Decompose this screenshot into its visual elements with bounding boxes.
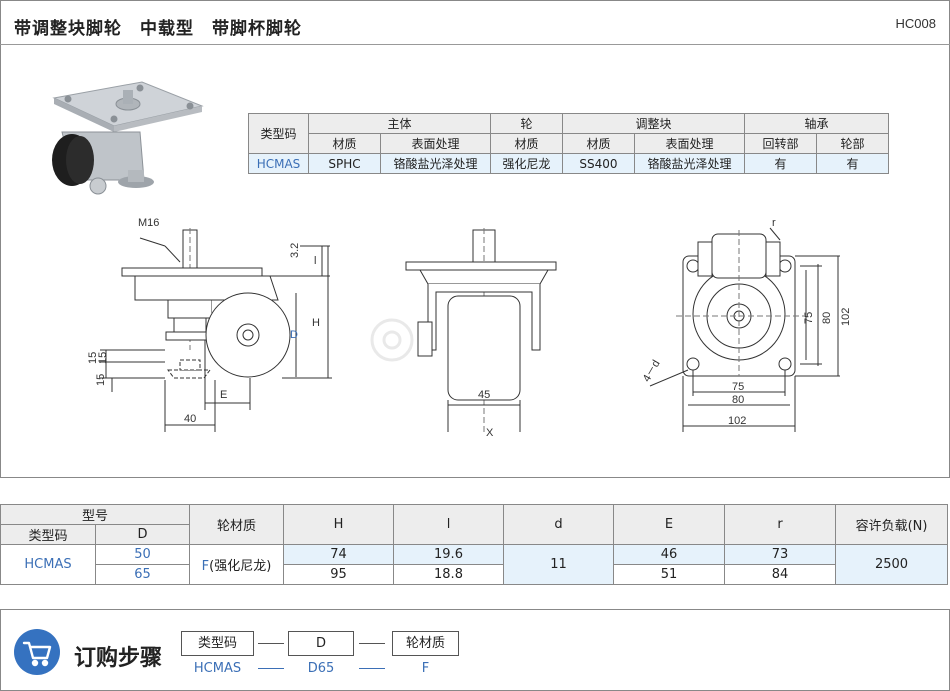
dim-75h: 75 (732, 381, 744, 393)
mat-wheel-material: 强化尼龙 (490, 153, 563, 174)
dim-102h: 102 (728, 415, 746, 427)
spec-type-code: HCMAS (0, 544, 96, 585)
mat-main-surface: 铬酸盐光泽处理 (380, 153, 491, 174)
mat-sub-surface-3: 表面处理 (634, 133, 745, 154)
order-value-type-code: HCMAS (193, 661, 242, 676)
mat-sub-material-3: 材质 (562, 133, 635, 154)
spec-l-header: l (393, 504, 504, 545)
page-title: 带调整块脚轮 中载型 带脚杯脚轮 (14, 19, 302, 39)
spec-H-row2: 95 (283, 564, 394, 585)
mat-bearing-header: 轴承 (744, 113, 889, 134)
dim-4d: 4－d (641, 358, 663, 384)
mat-wheel-header: 轮 (490, 113, 563, 134)
spec-D-row2: 65 (95, 564, 190, 585)
dim-45: 45 (478, 389, 490, 401)
mat-sub-surface-1: 表面处理 (380, 133, 491, 154)
dim-X: X (486, 427, 494, 439)
spec-table: 型号 轮材质 H l d E r 容许负载(N) 类型码 D HCMAS 50 … (0, 504, 948, 585)
order-box-wheel-material: 轮材质 (392, 631, 459, 656)
side-view (100, 228, 332, 432)
spec-load-header: 容许负载(N) (835, 504, 948, 545)
mat-main-material: SPHC (308, 153, 381, 174)
spec-H-row1: 74 (283, 544, 394, 565)
top-view (649, 227, 840, 432)
spec-type-code-header: 类型码 (0, 524, 96, 545)
material-table: 类型码 主体 轮 调整块 轴承 材质 表面处理 材质 材质 表面处理 回转部 轮… (248, 113, 889, 174)
mat-sub-swivel: 回转部 (744, 133, 817, 154)
mat-wheel-part: 有 (816, 153, 889, 174)
spec-E-row1: 46 (613, 544, 725, 565)
dim-r: r (772, 217, 776, 229)
dim-32: 3.2 (289, 243, 301, 258)
dim-H: H (312, 317, 320, 329)
mat-adjust-header: 调整块 (562, 113, 745, 134)
mat-adjust-material: SS400 (562, 153, 635, 174)
spec-D-header: D (95, 524, 190, 545)
dim-15a: 15 (87, 352, 99, 364)
order-box-type-code: 类型码 (181, 631, 254, 656)
spec-wheel-material-code: F (201, 559, 210, 574)
dim-80h: 80 (732, 394, 744, 406)
dim-80v: 80 (821, 312, 833, 324)
spec-E-header: E (613, 504, 725, 545)
mat-swivel: 有 (744, 153, 817, 174)
order-value-wheel-material: F (421, 661, 430, 676)
order-value-connector-1 (258, 668, 284, 669)
dim-m16: M16 (138, 217, 159, 229)
caster-photo (52, 81, 204, 195)
dim-40: 40 (184, 413, 196, 425)
dim-E: E (220, 389, 227, 401)
mat-sub-material-1: 材质 (308, 133, 381, 154)
order-value-connector-2 (359, 668, 385, 669)
cart-icon (14, 629, 60, 675)
dim-D: D (290, 329, 298, 341)
order-steps-title: 订购步骤 (74, 646, 163, 671)
spec-d-value: 11 (503, 544, 614, 585)
spec-wheel-material: F(强化尼龙) (189, 544, 284, 585)
technical-drawing: M16 3.2 l H D 15 15 15 E 40 45 X r 4－d 7… (87, 217, 852, 439)
dim-15b: 15 (97, 352, 109, 364)
spec-H-header: H (283, 504, 394, 545)
spec-r-header: r (724, 504, 836, 545)
product-code: HC008 (895, 16, 936, 31)
dim-l: l (314, 255, 316, 267)
dim-102v: 102 (840, 308, 852, 326)
spec-load-value: 2500 (835, 544, 948, 585)
mat-type-code: HCMAS (248, 153, 309, 174)
mat-sub-wheel-part: 轮部 (816, 133, 889, 154)
spec-r-row2: 84 (724, 564, 836, 585)
spec-D-row1: 50 (95, 544, 190, 565)
spec-r-row1: 73 (724, 544, 836, 565)
mat-main-header: 主体 (308, 113, 491, 134)
spec-l-row1: 19.6 (393, 544, 504, 565)
mat-sub-material-2: 材质 (490, 133, 563, 154)
dim-15c: 15 (95, 374, 107, 386)
spec-wheel-material-text: (强化尼龙) (209, 559, 272, 574)
spec-wheel-material-header: 轮材质 (189, 504, 284, 545)
mat-type-code-header: 类型码 (248, 113, 309, 154)
order-box-D: D (288, 631, 354, 656)
spec-l-row2: 18.8 (393, 564, 504, 585)
order-value-D: D65 (307, 661, 335, 676)
dim-75v: 75 (803, 312, 815, 324)
front-view (405, 228, 557, 432)
order-connector-2 (359, 643, 385, 644)
spec-d-header: d (503, 504, 614, 545)
title-divider (0, 44, 950, 45)
order-connector-1 (258, 643, 284, 644)
mat-adjust-surface: 铬酸盐光泽处理 (634, 153, 745, 174)
spec-model-header: 型号 (0, 504, 190, 525)
spec-E-row2: 51 (613, 564, 725, 585)
watermark (370, 318, 414, 362)
